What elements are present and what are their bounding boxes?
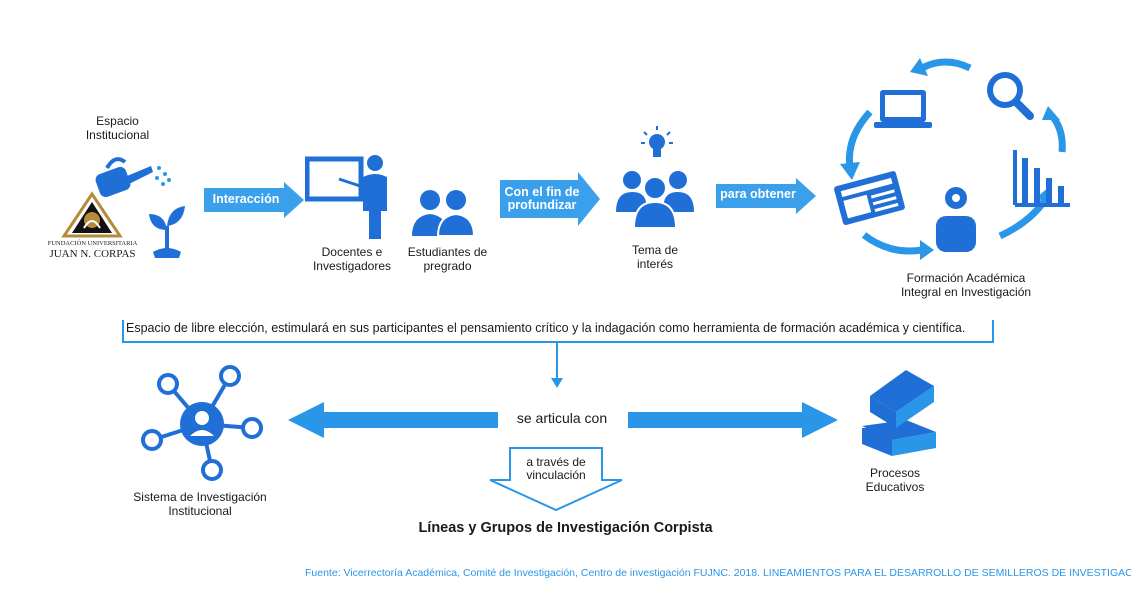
magnifier-icon: [987, 72, 1034, 120]
label-procesos: Procesos Educativos: [865, 466, 925, 494]
arrow-down-vinculacion: [489, 447, 623, 512]
vinculacion-label: a través de vinculación: [526, 455, 586, 482]
teacher-icon: [305, 155, 387, 239]
arrow-profundizar-label: Con el fin de profundizar: [504, 185, 580, 212]
logo-line2: JUAN N. CORPAS: [49, 248, 136, 260]
formacion-cycle: [834, 58, 1070, 260]
plant-icon: [149, 206, 185, 258]
cycle-arrow-right-top: [1049, 113, 1066, 153]
label-tema: Tema de interés: [631, 243, 679, 271]
arrow-obtener: [716, 178, 816, 214]
cycle-arrow-left: [845, 109, 873, 169]
arrow-profundizar: [500, 172, 600, 226]
label-formacion: Formación Académica Integral en Investig…: [900, 271, 1032, 299]
newspaper-icon: [834, 171, 905, 225]
arrow-interaccion: [204, 182, 304, 218]
lightbulb-icon: [641, 126, 673, 157]
researcher-icon: [936, 187, 976, 252]
cycle-arrow-top: [920, 58, 972, 72]
statement-bracket: [122, 320, 994, 388]
label-sistema: Sistema de Investigación Institucional: [133, 490, 267, 518]
cycle-arrow-bottom: [861, 232, 923, 255]
arrow-interaccion-label: Interacción: [212, 192, 280, 206]
students-icon: [412, 190, 476, 237]
logo-line1: FUNDACIÓN UNIVERSITARIA: [47, 240, 138, 247]
watering-can-icon: [95, 157, 171, 198]
arrow-left-articula: [288, 402, 498, 438]
corpas-emblem: [61, 191, 123, 238]
books-icon: [862, 370, 936, 456]
corpas-logo: FUNDACIÓN UNIVERSITARIA JUAN N. CORPAS: [40, 190, 145, 260]
bar-chart-icon: [1013, 150, 1070, 207]
lines-title: Líneas y Grupos de Investigación Corpist…: [418, 520, 713, 536]
label-espacio: Espacio Institucional: [85, 114, 150, 142]
statement-text: Espacio de libre elección, estimulará en…: [126, 321, 966, 335]
source-note: Fuente: Vicerrectoría Académica, Comité …: [305, 567, 1131, 579]
label-estudiantes: Estudiantes de pregrado: [407, 245, 488, 273]
network-icon: [141, 365, 263, 481]
group-icon: [616, 171, 694, 228]
arrow-right-articula: [628, 402, 838, 438]
label-docentes: Docentes e Investigadores: [312, 245, 392, 273]
arrow-obtener-label: para obtener: [720, 187, 796, 201]
laptop-icon: [874, 90, 932, 128]
articula-label: se articula con: [516, 410, 608, 426]
